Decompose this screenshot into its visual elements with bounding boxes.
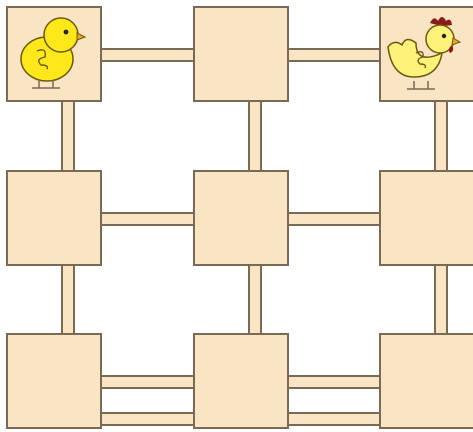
path-joint [9, 215, 100, 224]
path-joint [196, 215, 287, 224]
path-joint [382, 415, 472, 424]
path-joint [196, 415, 287, 424]
path-joint [9, 415, 100, 424]
hen-eye [442, 34, 446, 38]
chick-head [44, 18, 78, 52]
path-joint [9, 378, 100, 387]
path-joint [382, 215, 472, 224]
path-joint [196, 378, 287, 387]
path-joint [382, 378, 472, 387]
path-joint [196, 51, 287, 60]
chick-eye [64, 30, 69, 35]
